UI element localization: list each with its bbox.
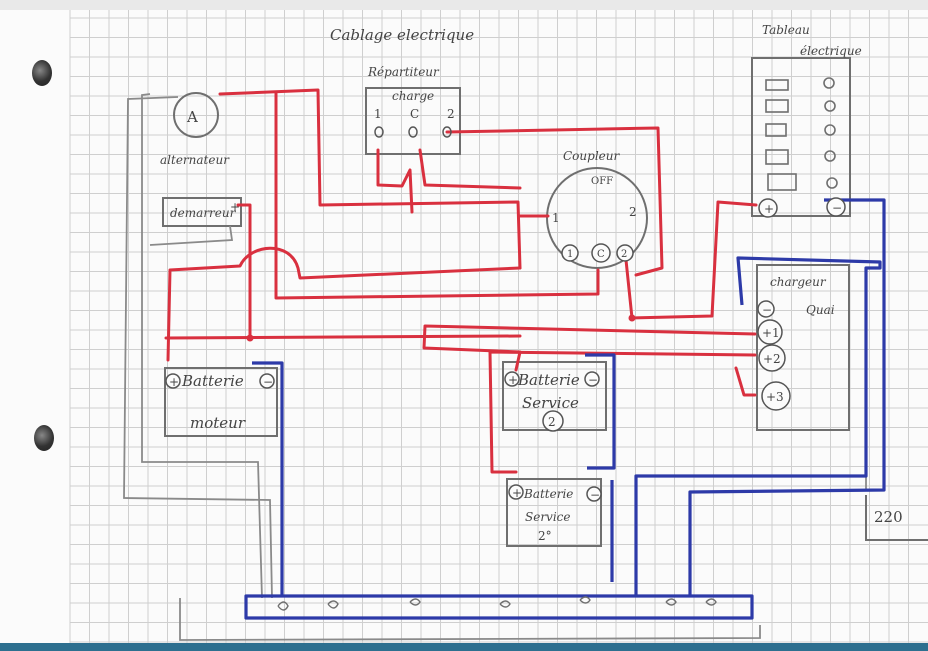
diagram-title: Cablage electrique — [330, 26, 474, 44]
starter-plus: + — [230, 200, 240, 214]
window-top-bar — [0, 0, 928, 10]
panel-minus: − — [832, 201, 842, 215]
junction-dots — [246, 314, 636, 342]
distributor-terminal-1: 1 — [374, 107, 382, 121]
coupler-terminal-1: 1 — [567, 249, 573, 260]
battery-service-line1: Batterie — [517, 371, 580, 389]
battery-service2-line2: Service — [525, 510, 571, 524]
battery-service2-box — [506, 478, 602, 547]
distributor-terminal-c: C — [410, 107, 419, 121]
panel-title-line2: électrique — [800, 44, 862, 58]
negative-wires — [244, 198, 886, 620]
charger-terminal-plus3: +3 — [766, 390, 784, 404]
charger-subtitle: Quai — [806, 303, 835, 317]
battery-engine-box — [164, 367, 278, 437]
terminal-circles — [165, 197, 846, 502]
coupler-title: Coupleur — [563, 149, 620, 163]
charger-terminal-plus2: +2 — [763, 352, 781, 366]
coupler-pos-1: 1 — [552, 211, 560, 225]
battery-engine-line1: Batterie — [181, 372, 244, 390]
positive-wires — [164, 88, 758, 474]
panel-title-line1: Tableau — [762, 23, 810, 37]
panel-plus: + — [764, 202, 774, 216]
mains-box — [865, 495, 928, 541]
battery-service2-minus: − — [590, 488, 600, 502]
battery-service-minus: − — [588, 373, 598, 387]
starter-label: demarreur — [170, 206, 237, 220]
alternator-symbol-label: A — [186, 108, 198, 126]
battery-engine-line2: moteur — [190, 414, 246, 432]
panel-switches — [765, 77, 838, 191]
coupler-terminal-2: 2 — [621, 249, 627, 260]
coupler-pos-2: 2 — [629, 205, 637, 219]
distributor-box — [365, 87, 461, 155]
charger-terminal-plus1: +1 — [762, 326, 780, 340]
taskbar — [0, 643, 928, 651]
distributor-terminal-2: 2 — [447, 107, 455, 121]
battery-service-line2: Service — [522, 394, 579, 412]
alternator-label: alternateur — [160, 153, 230, 167]
busbar-screws — [277, 596, 717, 611]
battery-service-plus: + — [508, 373, 518, 387]
coupler-dial — [546, 167, 648, 269]
battery-engine-minus: − — [263, 375, 273, 389]
binder-hole — [32, 60, 52, 86]
distributor-subtitle: charge — [392, 89, 434, 103]
battery-engine-plus: + — [169, 375, 179, 389]
distributor-title: Répartiteur — [367, 65, 440, 79]
mains-label: 220 — [874, 508, 903, 526]
charger-title: chargeur — [770, 275, 827, 289]
negative-busbar — [244, 594, 754, 620]
battery-service2-plus: + — [512, 486, 522, 500]
charger-terminal-minus: − — [762, 303, 772, 317]
charger-box — [756, 264, 850, 431]
coupler-terminal-c: C — [597, 249, 605, 260]
coupler-off: OFF — [591, 176, 613, 187]
electric-panel-box — [751, 57, 851, 217]
binder-hole — [34, 425, 54, 451]
battery-service2-line1: Batterie — [523, 487, 573, 501]
distributor-terminal-circles — [374, 126, 452, 138]
battery-service-number: 2 — [548, 415, 556, 429]
starter-box — [162, 197, 242, 227]
battery-service2-number: 2° — [538, 529, 552, 543]
alternator-symbol — [173, 92, 219, 138]
